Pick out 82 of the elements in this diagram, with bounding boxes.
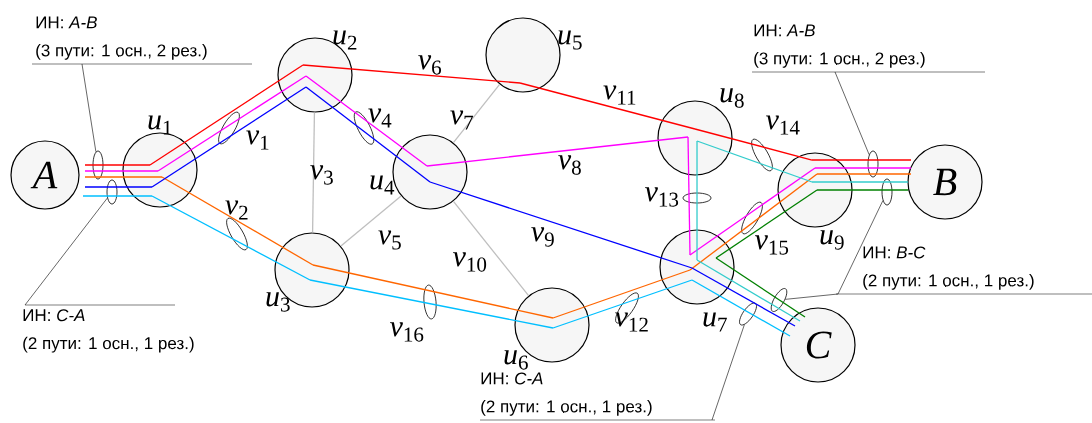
edge-label: v$_{4}$ [368, 108, 392, 128]
path-line [691, 267, 796, 327]
path-line [149, 64, 304, 166]
node-label: u$_{7}$ [703, 312, 727, 332]
callout-text: ИН: C-A (2 пути: 1 осн., 1 рез.) [23, 304, 194, 353]
link-line [340, 195, 402, 247]
node-label: u$_{1}$ [148, 115, 172, 135]
link-line [452, 83, 501, 144]
path-line [687, 136, 691, 256]
node-label: u$_{9}$ [820, 230, 844, 250]
path-line [312, 264, 554, 319]
callout-text: ИН: A-B (3 пути: 1 осн., 2 рез.) [751, 24, 986, 73]
node-label: u$_{3}$ [266, 292, 290, 312]
edge-label: v$_{15}$ [755, 235, 789, 255]
path-line [552, 279, 693, 329]
path-line [715, 257, 806, 318]
path-line [816, 189, 909, 191]
network-node: B [907, 144, 983, 220]
path-line [161, 176, 314, 266]
bundle-oval [867, 150, 879, 178]
leader-line [81, 63, 97, 153]
leader-line [837, 200, 884, 295]
edge-label: v$_{5}$ [378, 230, 401, 250]
edge-label: v$_{12}$ [615, 312, 648, 332]
path-line [691, 279, 791, 337]
edge-label: v$_{9}$ [531, 227, 554, 247]
edge-label: v$_{1}$ [246, 130, 269, 150]
path-line [302, 64, 521, 84]
path-line [811, 159, 912, 161]
path-line [814, 167, 912, 169]
node-label: u$_{4}$ [370, 175, 395, 195]
path-line [715, 189, 818, 259]
path-line [811, 181, 909, 183]
node-label: u$_{5}$ [558, 30, 582, 50]
path-line [151, 86, 307, 188]
path-line [696, 140, 813, 183]
edge-label: v$_{8}$ [558, 155, 581, 175]
link-line [452, 200, 530, 297]
edge-label: v$_{16}$ [390, 322, 424, 342]
path-line [309, 279, 554, 329]
edge-label: v$_{7}$ [450, 110, 474, 130]
path-line [696, 140, 698, 261]
path-line [519, 82, 696, 130]
path-line [689, 167, 816, 256]
path-line [552, 269, 691, 319]
node-label: u$_{2}$ [333, 30, 357, 50]
path-line [157, 75, 307, 172]
edge-label: v$_{6}$ [418, 55, 442, 75]
path-line [84, 170, 159, 172]
link-line [311, 111, 316, 234]
bundle-oval [106, 179, 118, 205]
leader-line [785, 293, 839, 300]
leader-line [834, 71, 870, 155]
callout-text: ИН: A-B (3 пути: 1 осн., 2 рез.) [31, 16, 253, 65]
path-line [429, 181, 693, 269]
leader-line [711, 324, 745, 421]
path-line [84, 186, 153, 188]
leader-line [24, 197, 108, 306]
edge-label: v$_{11}$ [603, 85, 636, 105]
edge-label: v$_{3}$ [310, 165, 333, 185]
path-line [426, 136, 689, 167]
path-line [84, 176, 163, 178]
path-line [151, 195, 311, 281]
network-node: A [10, 140, 80, 210]
callout-text: ИН: C-A (2 пути: 1 осн., 1 рез.) [479, 372, 716, 421]
path-line [816, 173, 912, 175]
path-line [305, 75, 428, 167]
edge-label: v$_{10}$ [453, 252, 487, 272]
path-line [694, 128, 813, 161]
network-node: C [780, 307, 856, 383]
path-line [696, 259, 801, 322]
bundle-oval [881, 178, 893, 206]
path-line [689, 173, 818, 271]
edge-label: v$_{14}$ [766, 115, 800, 135]
node-label: u$_{6}$ [504, 350, 528, 370]
path-line [84, 164, 151, 166]
path-line [82, 195, 153, 197]
edge-label: v$_{2}$ [225, 200, 248, 220]
bundle-oval [92, 150, 104, 180]
path-line [305, 86, 431, 183]
edge-label: v$_{13}$ [645, 187, 679, 207]
node-label: u$_{8}$ [720, 88, 744, 108]
